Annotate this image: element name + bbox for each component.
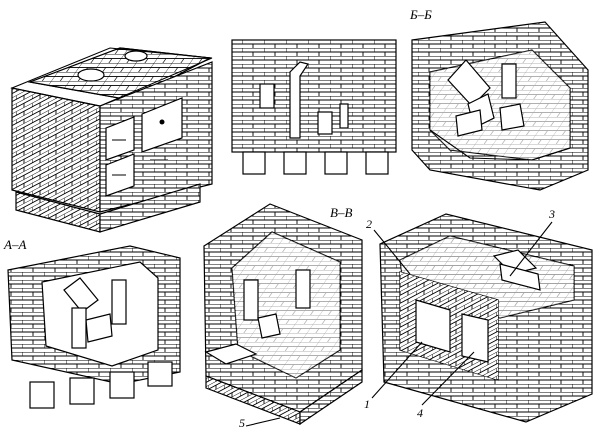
callout-4: 4 <box>417 406 423 420</box>
stove-leg <box>324 151 348 175</box>
callout-1: 1 <box>364 397 370 411</box>
firebox-block <box>63 277 99 313</box>
leader-lines <box>245 221 553 427</box>
grate-plate <box>204 343 258 365</box>
stove-door <box>105 116 135 161</box>
flue-channel <box>289 61 309 139</box>
stove-assembled-cutaway <box>379 213 593 423</box>
stove-section-b-b <box>411 21 589 191</box>
stove-section-a-a <box>7 245 181 409</box>
callout-3: 3 <box>549 207 555 221</box>
stove-exterior-view <box>10 47 213 233</box>
stove-leg <box>29 381 55 409</box>
section-label-v-v: В–В <box>330 205 353 220</box>
stove-leg <box>242 151 266 175</box>
callout-5: 5 <box>239 416 245 430</box>
cooking-ring-icon <box>77 68 105 82</box>
flue-damper <box>499 263 541 291</box>
firebox-block <box>447 59 491 107</box>
stove-top-view-with-legs <box>231 39 397 175</box>
section-label-b-b: Б–Б <box>410 7 432 22</box>
stove-leg <box>147 361 173 387</box>
stove-leg <box>109 371 135 399</box>
firebox-opening <box>415 299 451 353</box>
stove-leg <box>69 377 95 405</box>
section-label-a-a: А–А <box>4 237 27 252</box>
cooking-ring-icon <box>124 50 148 62</box>
stove-leg <box>365 151 389 175</box>
oven-door <box>141 97 183 153</box>
stove-leg <box>283 151 307 175</box>
callout-2: 2 <box>366 217 372 231</box>
stove-section-v-v <box>203 203 363 426</box>
